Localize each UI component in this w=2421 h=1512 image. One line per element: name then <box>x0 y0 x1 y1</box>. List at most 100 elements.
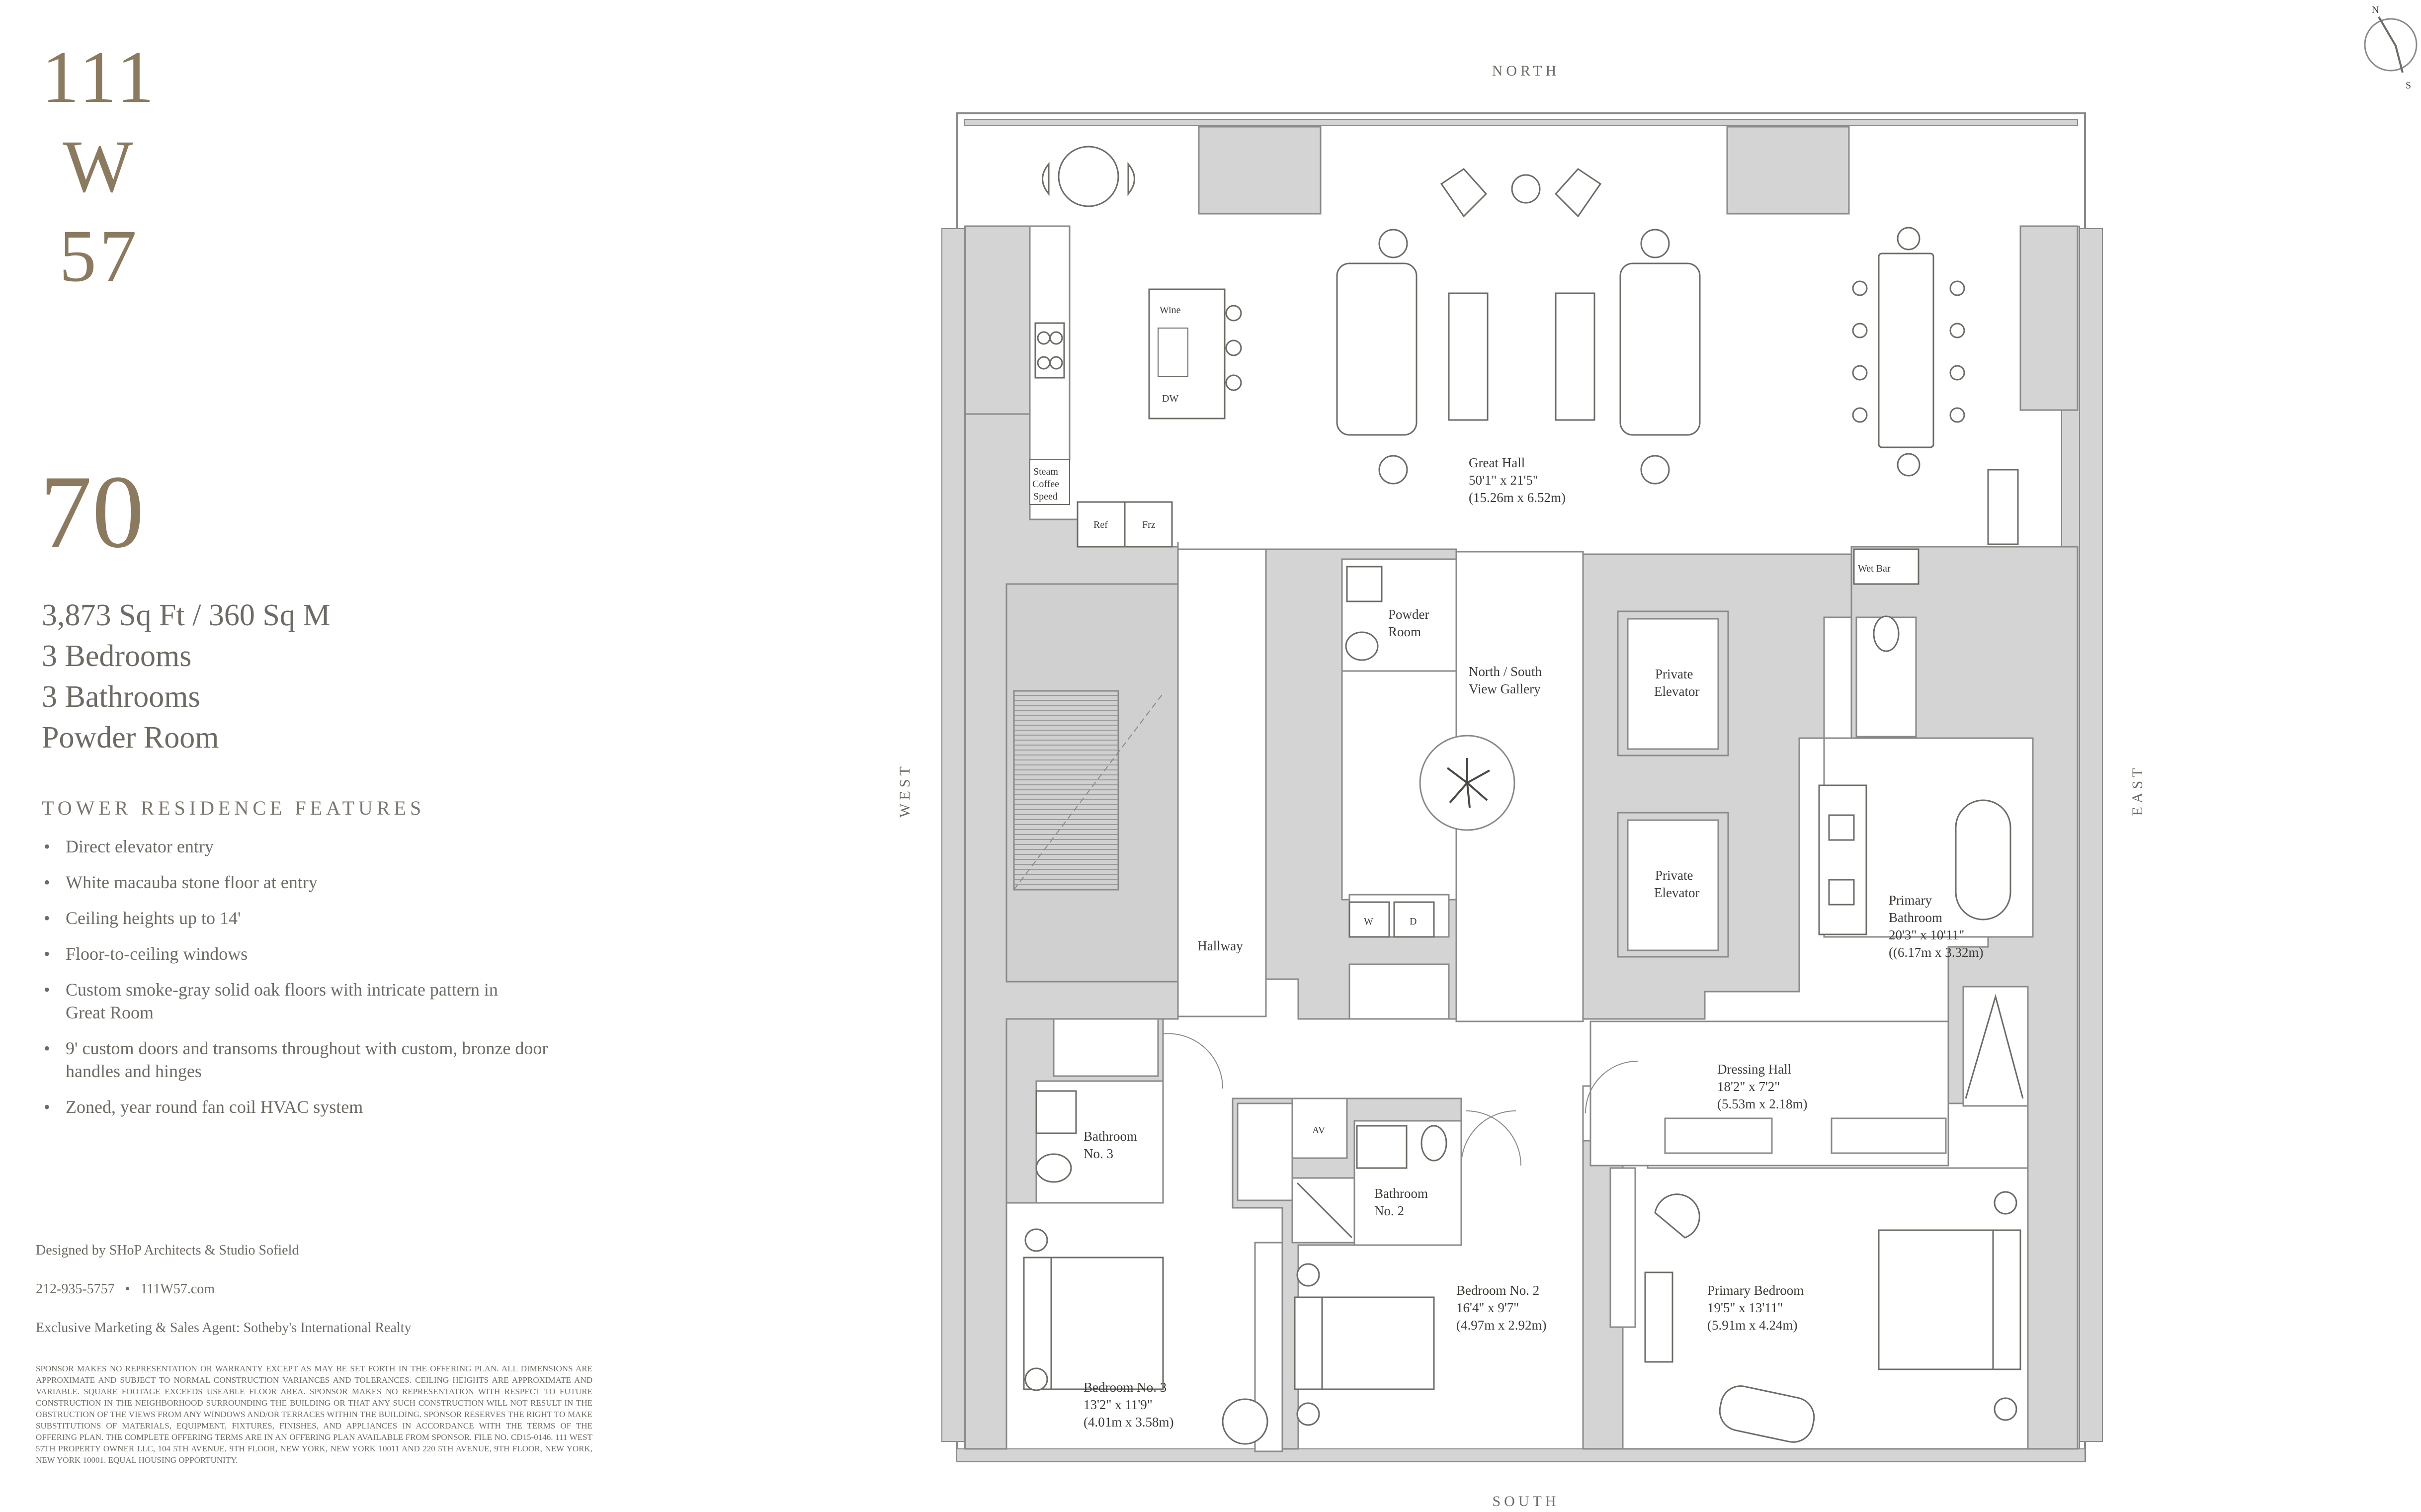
logo-line-2: W <box>63 125 136 208</box>
dining-chair-icon <box>1852 365 1868 381</box>
plant-icon <box>1446 758 1490 808</box>
chaise-lounge-icon <box>1719 1385 1815 1443</box>
dining-chair-icon <box>1897 453 1920 477</box>
vanity-sink-icon <box>1828 814 1855 841</box>
bathtub-icon <box>1955 799 2011 921</box>
dining-chair-icon <box>1949 323 1965 338</box>
south-facade <box>956 1448 2086 1462</box>
south-label: SOUTH <box>1492 1493 1559 1510</box>
north-column-west <box>1198 126 1322 215</box>
av-closet <box>1291 1097 1348 1159</box>
toilet-icon <box>1873 615 1900 652</box>
north-facade <box>964 119 2078 126</box>
bedroom-3-label: Bedroom No. 3 13'2" x 11'9" (4.01m x 3.5… <box>1084 1380 1174 1429</box>
wine-label: Wine <box>1160 305 1181 316</box>
stool-icon <box>1225 305 1242 322</box>
designer-credit: Designed by SHoP Architects & Studio Sof… <box>36 1243 299 1258</box>
bathroom-3-label: Bathroom No. 3 <box>1084 1129 1141 1161</box>
primary-bed-closet <box>1609 1167 1636 1328</box>
ref-label: Ref <box>1093 519 1108 530</box>
contact-line: 212-935-5757 • 111W57.com <box>36 1281 215 1297</box>
legal-disclaimer: SPONSOR MAKES NO REPRESENTATION OR WARRA… <box>36 1364 592 1465</box>
dryer-label: D <box>1410 916 1417 927</box>
nightstand-icon <box>1994 1397 2017 1421</box>
av-label: AV <box>1312 1125 1326 1136</box>
vanity-sink-icon <box>1828 879 1855 906</box>
washer-label: W <box>1364 916 1373 927</box>
door-swing-bed2 <box>1461 1110 1516 1166</box>
lamp-icon <box>1378 455 1408 485</box>
wet-bar-label: Wet Bar <box>1858 563 1891 574</box>
bed-3-headboard <box>1023 1257 1052 1390</box>
closet-bath2 <box>1237 1102 1293 1201</box>
round-table-icon <box>1058 146 1119 207</box>
lamp-icon <box>1640 229 1670 258</box>
dining-chair-icon <box>1852 280 1868 296</box>
bath3-shower <box>1053 1018 1159 1077</box>
primary-bed-bench-icon <box>1644 1271 1673 1363</box>
credenza-icon <box>1987 469 2019 545</box>
stool-icon <box>1225 339 1242 356</box>
frz-label: Frz <box>1142 519 1156 530</box>
coffee-station <box>1029 459 1070 505</box>
phone-number[interactable]: 212-935-5757 <box>36 1281 115 1297</box>
east-label: EAST <box>2129 765 2146 816</box>
nightstand-icon <box>1296 1263 1320 1287</box>
nightstand-icon <box>1994 1191 2017 1215</box>
powder-sink-icon <box>1346 566 1383 602</box>
dining-chair-icon <box>1852 407 1868 423</box>
compass-ring <box>2364 18 2418 72</box>
dining-chair-icon <box>1949 280 1965 296</box>
coffee-label-3: Speed <box>1033 491 1058 502</box>
dining-chair-icon <box>1949 407 1965 423</box>
laundry-closet <box>1348 963 1450 1020</box>
compass-s-label: S <box>2406 80 2411 91</box>
dryer-icon <box>1393 901 1435 938</box>
stool-icon <box>1225 374 1242 391</box>
primary-bed-headboard <box>1992 1229 2021 1370</box>
dining-chair-icon <box>1897 227 1920 251</box>
chair-icon <box>1042 162 1050 196</box>
lamp-icon <box>1378 229 1408 258</box>
sales-agent: Exclusive Marketing & Sales Agent: Sothe… <box>36 1320 412 1336</box>
primary-bedroom-label: Primary Bedroom 19'5" x 13'11" (5.91m x … <box>1707 1283 1807 1333</box>
logo-line-3: 57 <box>59 215 140 297</box>
chair-icon <box>1127 162 1135 196</box>
elevator-1-label: Private Elevator <box>1654 667 1699 699</box>
bath2-sink-icon <box>1356 1125 1408 1169</box>
door-swing-bed2b <box>1466 1110 1521 1166</box>
compass-n-label: N <box>2372 4 2379 15</box>
stair-break-line <box>1013 693 1164 890</box>
armchair-icon <box>1654 1193 1700 1239</box>
side-table-icon <box>1555 292 1595 421</box>
hallway-room <box>1177 548 1267 1017</box>
residence-powder-room: Powder Room <box>42 721 219 755</box>
lamp-icon <box>1640 455 1670 485</box>
north-label: NORTH <box>1492 63 1560 79</box>
sofa-icon <box>1619 262 1701 436</box>
island-sink-icon <box>1158 328 1188 377</box>
website-link[interactable]: 111W57.com <box>140 1281 215 1297</box>
side-table-round-icon <box>1511 174 1541 204</box>
dishwasher-label: DW <box>1162 393 1178 404</box>
lounge-chair-icon <box>1554 168 1602 218</box>
door-swing-bath3 <box>1163 1033 1224 1089</box>
coffee-label-1: Steam <box>1033 466 1058 477</box>
feature-item: •Custom smoke-gray solid oak floors with… <box>44 980 498 1022</box>
lounge-chair-icon <box>1440 168 1488 218</box>
gallery-label: North / South View Gallery <box>1469 664 1545 696</box>
features-title: TOWER RESIDENCE FEATURES <box>42 797 425 819</box>
nightstand-icon <box>1296 1402 1320 1426</box>
powder-room-label: Powder Room <box>1388 607 1432 639</box>
staircase <box>1013 690 1119 891</box>
residence-area: 3,873 Sq Ft / 360 Sq M <box>42 598 331 632</box>
powder-toilet-icon <box>1345 631 1379 661</box>
dressing-hall-label: Dressing Hall 18'2" x 7'2" (5.53m x 2.18… <box>1717 1062 1808 1111</box>
bath3-toilet-icon <box>1035 1153 1072 1183</box>
dining-table-icon <box>1878 252 1934 448</box>
hallway-label: Hallway <box>1197 938 1243 953</box>
dining-chair-icon <box>1852 323 1868 338</box>
shower-screen-icon <box>1965 994 2024 1099</box>
west-label: WEST <box>897 763 913 818</box>
elevator-2-cab <box>1627 819 1719 951</box>
